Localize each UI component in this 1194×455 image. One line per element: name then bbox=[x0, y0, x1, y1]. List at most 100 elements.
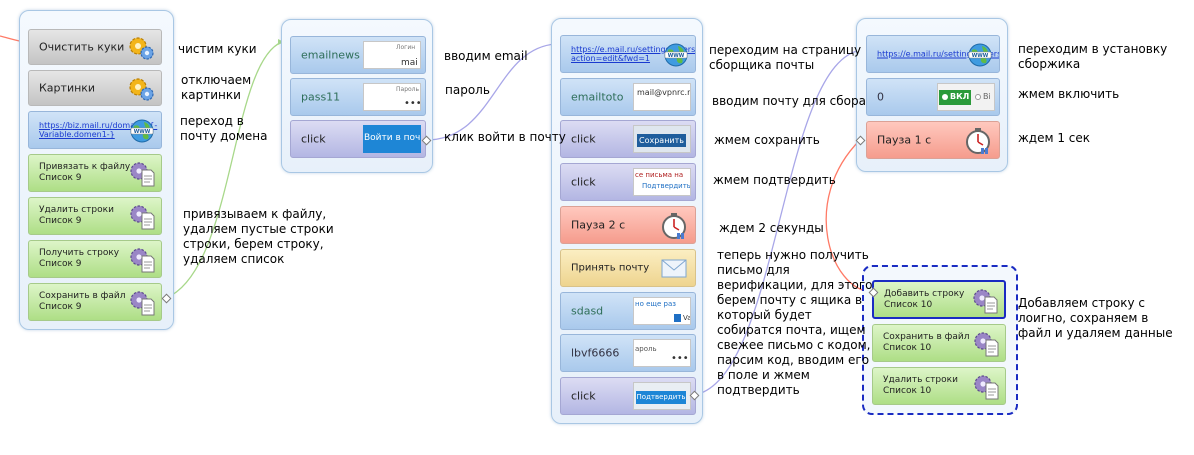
block-navigate-domain[interactable]: https://biz.mail.ru/domains/{-Variable.d… bbox=[28, 111, 162, 149]
list-gear-icon bbox=[130, 205, 155, 230]
block-label: emailtoto bbox=[571, 90, 624, 104]
block-subtitle: Список 10 bbox=[883, 386, 932, 396]
stopwatch-icon bbox=[662, 213, 686, 239]
block-url-link[interactable]: https://e.mail.ru/settings/filters bbox=[877, 49, 1000, 59]
thumb-button-text: Войти в почту bbox=[364, 133, 421, 143]
thumb-button-text: Сохранить bbox=[637, 134, 686, 147]
block-input-code[interactable]: sdasd но еще раз Var bbox=[560, 292, 696, 330]
thumb-text: Var bbox=[674, 314, 690, 322]
block-label: pass11 bbox=[301, 90, 341, 104]
block-navigate-filters[interactable]: https://e.mail.ru/settings/filters WWW bbox=[866, 35, 1000, 73]
radio-icon bbox=[975, 94, 981, 100]
field-screenshot: Логин mai bbox=[363, 41, 421, 69]
note-bind-file: привязываем к файлу, удаляем пустые стро… bbox=[183, 207, 334, 266]
note-password: пароль bbox=[445, 83, 490, 97]
block-subtitle: Список 10 bbox=[883, 343, 932, 353]
thumb-text: ••• bbox=[404, 98, 421, 109]
wire-group4-to-group5 bbox=[825, 139, 873, 293]
block-subtitle: Список 9 bbox=[39, 259, 82, 269]
thumb-text: mai bbox=[401, 58, 418, 68]
block-label: sdasd bbox=[571, 304, 604, 318]
block-click-login[interactable]: click Войти в почту bbox=[290, 120, 426, 158]
envelope-icon bbox=[661, 259, 687, 278]
thumb-text: се письма на bbox=[635, 171, 684, 179]
block-input-collect-email[interactable]: emailtoto mail@vpnrc.n bbox=[560, 78, 696, 116]
thumb-text: •••• bbox=[671, 353, 690, 364]
block-input-email[interactable]: emailnews Логин mai bbox=[290, 36, 426, 74]
block-pause-1s[interactable]: Пауза 1 с bbox=[866, 121, 1000, 159]
thumb-text: но еще раз bbox=[635, 300, 676, 308]
note-go-collector: переходим на страницу сборщика почты bbox=[709, 43, 862, 72]
block-label: Принять почту bbox=[571, 262, 650, 274]
block-click-confirm-2[interactable]: click Подтвердить bbox=[560, 377, 696, 415]
block-label: Картинки bbox=[39, 81, 96, 95]
block-click-save[interactable]: click Сохранить bbox=[560, 120, 696, 158]
thumb-button-text: Подтвердить bbox=[636, 391, 686, 404]
block-input-password-2[interactable]: lbvf6666 ароль •••• bbox=[560, 334, 696, 372]
block-title: Сохранить в файл bbox=[883, 332, 970, 342]
note-press-save: жмем сохранить bbox=[714, 133, 820, 147]
note-press-confirm: жмем подтвердить bbox=[713, 173, 836, 187]
svg-text:WWW: WWW bbox=[134, 129, 151, 135]
block-title: Удалить строки bbox=[883, 375, 958, 385]
list-gear-icon bbox=[974, 332, 999, 357]
note-press-on: жмем включить bbox=[1018, 87, 1120, 101]
note-wait-2s: ждем 2 секунды bbox=[719, 221, 824, 235]
button-screenshot: Подтвердить bbox=[633, 382, 691, 410]
button-screenshot: Сохранить bbox=[633, 125, 691, 153]
block-title: Получить строку bbox=[39, 248, 120, 258]
block-clear-cookies[interactable]: Очистить куки bbox=[28, 29, 162, 65]
list-gear-icon bbox=[974, 375, 999, 400]
block-navigate-collector[interactable]: https://e.mail.ru/settings/filters?actio… bbox=[560, 35, 696, 73]
block-receive-mail[interactable]: Принять почту bbox=[560, 249, 696, 287]
thumb-text: Логин bbox=[396, 44, 416, 51]
block-click-confirm[interactable]: click се письма на Подтвердить bbox=[560, 163, 696, 201]
block-label: Пауза 1 с bbox=[877, 133, 932, 147]
note-go-domain: переход в почту домена bbox=[180, 114, 268, 143]
www-globe-icon: WWW bbox=[968, 43, 992, 67]
block-title: Удалить строки bbox=[39, 205, 114, 215]
note-click-login: клик войти в почту bbox=[444, 130, 566, 144]
thumb-text: Пароль bbox=[396, 86, 420, 93]
block-pause-2s[interactable]: Пауза 2 с bbox=[560, 206, 696, 244]
thumb-text: mail@vpnrc.n bbox=[637, 88, 691, 97]
block-subtitle: Список 9 bbox=[39, 216, 82, 226]
button-screenshot: се письма на Подтвердить bbox=[633, 168, 691, 196]
block-label: 0 bbox=[877, 90, 884, 104]
wire-group3-to-group4 bbox=[693, 49, 863, 396]
block-url-link[interactable]: https://biz.mail.ru/domains/{-Variable.d… bbox=[39, 121, 158, 139]
toggle-screenshot: ВКЛ Вi bbox=[937, 83, 995, 111]
note-wait-1s: ждем 1 сек bbox=[1018, 131, 1091, 145]
www-globe-icon: WWW bbox=[130, 119, 154, 143]
block-images[interactable]: Картинки bbox=[28, 70, 162, 106]
block-input-password[interactable]: pass11 Пароль ••• bbox=[290, 78, 426, 116]
button-screenshot: Войти в почту bbox=[363, 125, 421, 153]
toggle-off-label: Вi bbox=[983, 92, 991, 101]
block-url-link[interactable]: https://e.mail.ru/settings/filters?actio… bbox=[571, 45, 696, 63]
note-enter-email: вводим email bbox=[444, 49, 528, 63]
note-verify: теперь нужно получить письмо для верифик… bbox=[717, 248, 873, 397]
list-gear-icon bbox=[973, 289, 998, 314]
block-toggle-on[interactable]: 0 ВКЛ Вi bbox=[866, 78, 1000, 116]
block-label: Пауза 2 с bbox=[571, 218, 626, 232]
block-label: emailnews bbox=[301, 48, 360, 62]
toggle-on-segment bbox=[939, 90, 971, 105]
block-label: click bbox=[301, 132, 326, 146]
block-subtitle: Список 9 bbox=[39, 302, 82, 312]
note-clear-cookies: чистим куки bbox=[178, 42, 257, 56]
field-screenshot: ароль •••• bbox=[633, 339, 691, 367]
block-label: Очистить куки bbox=[39, 40, 125, 54]
